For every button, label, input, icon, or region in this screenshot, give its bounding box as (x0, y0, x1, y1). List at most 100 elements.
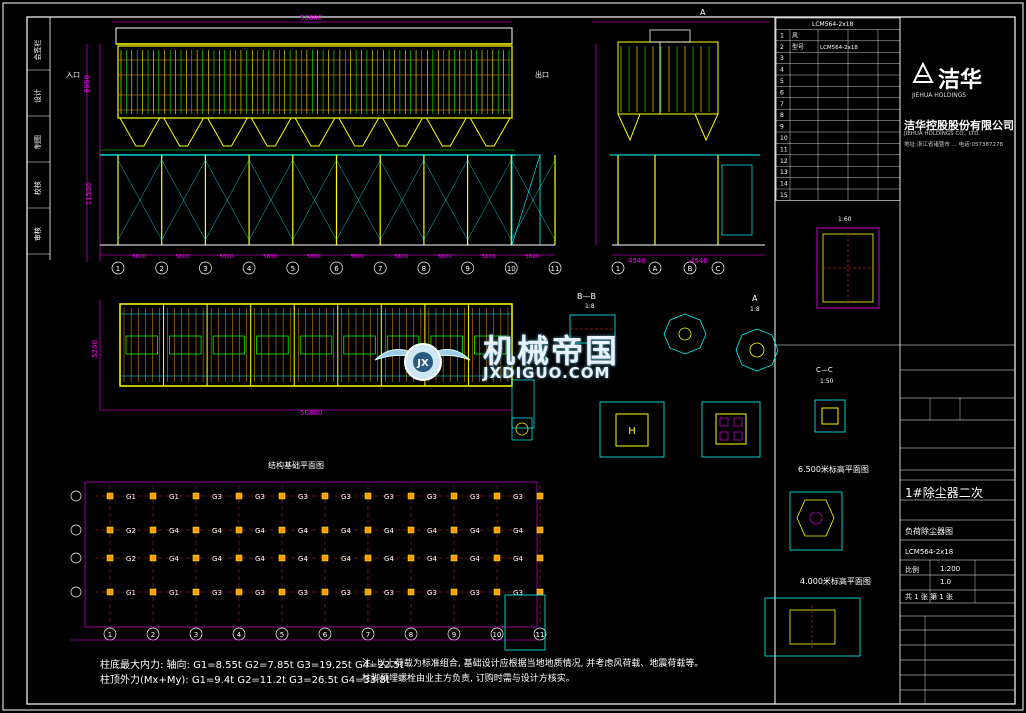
foundation-label: G1 (126, 589, 136, 597)
axis-bubble (70, 586, 82, 598)
axis-bubble (199, 261, 212, 275)
parts-table-row-no: 11 (780, 146, 788, 153)
company-logo-text: 洁华 (938, 68, 983, 93)
axis-number: 6 (323, 631, 328, 639)
bay-dimension: 5600 (263, 254, 277, 260)
bay-dimension: 5600 (525, 254, 539, 260)
axis-number: 8 (409, 631, 413, 639)
side-view-label: A (700, 8, 706, 17)
dim-height-top: 8950 (82, 75, 91, 93)
parts-table-row-no: 5 (780, 78, 784, 85)
axis-number: 7 (366, 631, 370, 639)
dim-height-bottom: 11500 (85, 182, 94, 206)
dim-total-length: 50800 (300, 14, 323, 22)
foundation-pad (407, 588, 415, 596)
foundation-pad (450, 526, 458, 534)
foundation-pad (278, 526, 286, 534)
dim-side-2: 4540 (690, 257, 708, 265)
stair-detail-plan (511, 417, 533, 441)
valve-box (212, 335, 246, 355)
axis-bubble (70, 490, 82, 502)
bay-dimension: 5600 (132, 254, 146, 260)
foundation-label: G4 (384, 527, 394, 535)
watermark-title: 机械帝国 (483, 332, 620, 370)
foundation-label: G2 (126, 555, 136, 563)
section-bb-label: B—B (577, 292, 596, 301)
foundation-label: G3 (255, 493, 265, 501)
foundation-label: G4 (513, 527, 523, 535)
foundation-pad (278, 492, 286, 500)
axis-number: 2 (151, 631, 155, 639)
parts-table-row-no: 14 (780, 181, 788, 188)
octagon-detail-a (735, 328, 779, 372)
drawing-number: LCM564-2x18 (905, 548, 954, 556)
foundation-pad (536, 526, 544, 534)
front-elevation-view: 1560025600356004560055600656007560085600… (86, 21, 562, 275)
section-a-label: A (752, 294, 758, 303)
parts-table-row-no: 2 (780, 44, 784, 51)
foundation-label: G4 (212, 555, 222, 563)
valve-box (125, 335, 158, 355)
foundation-pad (536, 554, 544, 562)
foundation-pad (321, 526, 329, 534)
axis-number: 10 (507, 265, 516, 273)
foundation-pad (536, 588, 544, 596)
foundation-pad (493, 588, 501, 596)
parts-table-row-no: 6 (780, 89, 784, 96)
parts-table-row-no: 9 (780, 124, 784, 131)
valve-box (299, 335, 333, 355)
parts-table-row-no: 13 (780, 169, 788, 176)
section-bb-view (569, 314, 616, 344)
foundation-pad (278, 554, 286, 562)
axis-bubble (286, 261, 300, 275)
axis-number: 11 (551, 265, 560, 273)
axis-bubble (155, 261, 169, 275)
foundation-detail-1: H (599, 401, 665, 458)
company-address: 地址:浙江省诸暨市 ... 电话:057387278 (904, 142, 1003, 148)
level-4000-title: 4.000米标高平面图 (800, 577, 871, 586)
foundation-label: G3 (255, 589, 265, 597)
foundation-pad (407, 492, 415, 500)
axis-bubble (242, 261, 256, 275)
foundation-label: G4 (169, 555, 179, 563)
section-cc-scale: 1:50 (820, 378, 834, 385)
hopper (119, 117, 161, 147)
foundation-label: G4 (298, 555, 308, 563)
axis-number: 9 (452, 631, 456, 639)
foundation-label: G3 (384, 589, 394, 597)
title-block-rows (775, 344, 1015, 704)
foundation-label: G3 (427, 589, 437, 597)
foundation-pad (149, 492, 157, 500)
load-note-2: 柱顶外力(Mx+My): G1=9.4t G2=11.2t G3=26.5t G… (100, 675, 390, 686)
parts-table-row-no: 4 (780, 67, 784, 74)
foundation-pad (450, 588, 458, 596)
foundation-pad (106, 492, 114, 500)
axis-letter: A (653, 265, 658, 273)
parts-table-row-no: 10 (780, 135, 788, 142)
axis-bubble (330, 261, 343, 275)
foundation-label: G3 (427, 493, 437, 501)
company-logo-subtitle: JIEHUA HOLDINGS (912, 92, 967, 99)
left-strip-label: 设计 (33, 89, 42, 103)
axis-bubble (70, 524, 82, 536)
axis-number: 10 (493, 631, 502, 639)
hopper (338, 117, 380, 147)
axis-bubble (70, 552, 82, 564)
general-note-1: 注: 以上荷载为标准组合, 基础设计应根据当地地质情况, 并考虑风荷载、地震荷载… (362, 659, 704, 669)
sheet-number: 共 1 张 第 1 张 (905, 593, 954, 601)
axis-bubble (461, 261, 474, 275)
foundation-label: G1 (126, 493, 136, 501)
company-name: 洁华控股股份有限公司 (904, 119, 1014, 132)
level-6500-plan (789, 491, 843, 551)
project-name: 1#除尘器二次 (905, 486, 983, 500)
foundation-plan-title: 结构基础平面图 (268, 461, 324, 470)
axis-number: 1 (108, 631, 112, 639)
octagon-detail-1 (663, 313, 707, 355)
foundation-pad (149, 588, 157, 596)
foundation-pad (106, 588, 114, 596)
bay-dimension: 5600 (482, 254, 496, 260)
axis-bubble (611, 261, 625, 275)
